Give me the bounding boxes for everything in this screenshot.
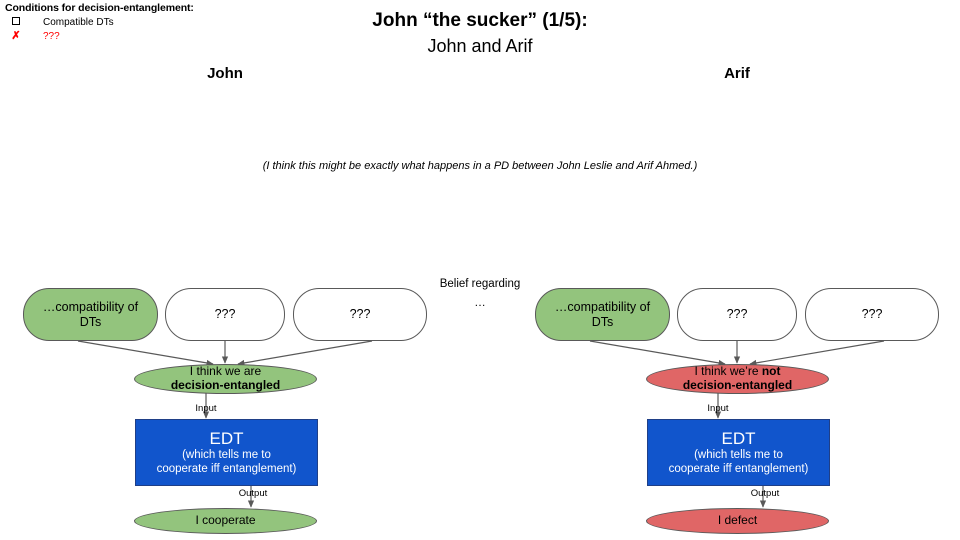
input-node-text: …compatibility of DTs (554, 300, 651, 329)
checkbox-empty-icon (5, 16, 27, 28)
input-node-text: ??? (726, 307, 748, 322)
input-edge-label-arif: Input (707, 403, 729, 414)
legend-item: Compatible DTs (5, 16, 194, 28)
decision-theory-desc: (which tells me to cooperate iff entangl… (156, 449, 297, 475)
input-node-compatibility-john[interactable]: …compatibility of DTs (23, 288, 158, 341)
belief-regarding-ellipsis: … (474, 297, 486, 309)
belief-regarding-label: Belief regarding (439, 278, 521, 290)
input-node-unknown-1-john[interactable]: ??? (165, 288, 285, 341)
decision-theory-desc: (which tells me to cooperate iff entangl… (668, 449, 809, 475)
decision-theory-box-john[interactable]: EDT (which tells me to cooperate iff ent… (135, 419, 318, 486)
input-node-unknown-2-arif[interactable]: ??? (805, 288, 939, 341)
belief-node-john[interactable]: I think we are decision-entangled (134, 364, 317, 394)
cross-mark-icon: ✗ (11, 30, 21, 42)
legend-item-label: ??? (43, 30, 60, 42)
outcome-node-text: I cooperate (195, 513, 256, 528)
legend-item-label: Compatible DTs (43, 16, 114, 28)
belief-node-arif[interactable]: I think we’re not decision-entangled (646, 364, 829, 394)
input-node-text: …compatibility of DTs (42, 300, 139, 329)
parenthetical-note: (I think this might be exactly what happ… (262, 160, 698, 172)
input-node-text: ??? (214, 307, 236, 322)
input-node-text: ??? (349, 307, 371, 322)
page-subtitle: John and Arif (427, 36, 533, 56)
belief-node-text: I think we’re not decision-entangled (682, 364, 793, 392)
input-edge-label-john: Input (195, 403, 217, 414)
outcome-node-arif[interactable]: I defect (646, 508, 829, 534)
decision-theory-name: EDT (209, 428, 244, 448)
column-heading-arif: Arif (724, 65, 750, 82)
page-title: John “the sucker” (1/5): (372, 10, 588, 31)
decision-theory-name: EDT (721, 428, 756, 448)
legend: Conditions for decision-entanglement: Co… (5, 2, 194, 42)
output-edge-label-john: Output (238, 488, 268, 499)
input-node-unknown-1-arif[interactable]: ??? (677, 288, 797, 341)
outcome-node-john[interactable]: I cooperate (134, 508, 317, 534)
decision-theory-box-arif[interactable]: EDT (which tells me to cooperate iff ent… (647, 419, 830, 486)
legend-item: ✗ ??? (5, 30, 194, 42)
legend-title: Conditions for decision-entanglement: (5, 2, 194, 14)
input-node-compatibility-arif[interactable]: …compatibility of DTs (535, 288, 670, 341)
input-node-unknown-2-john[interactable]: ??? (293, 288, 427, 341)
output-edge-label-arif: Output (750, 488, 780, 499)
outcome-node-text: I defect (717, 513, 758, 528)
column-heading-john: John (207, 65, 243, 82)
input-node-text: ??? (861, 307, 883, 322)
belief-node-text: I think we are decision-entangled (170, 364, 281, 392)
